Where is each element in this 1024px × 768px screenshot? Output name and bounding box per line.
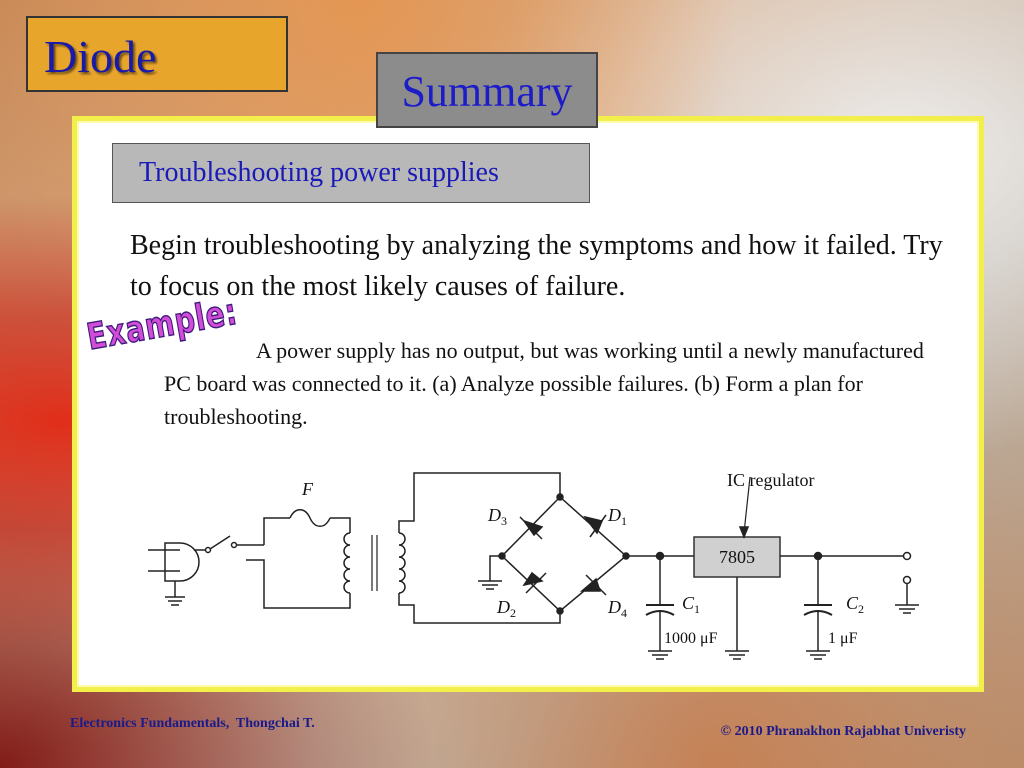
diode-d3-label: D3 <box>487 505 507 528</box>
diode-d2-symbol <box>522 571 547 594</box>
diode-d4-symbol <box>579 574 607 596</box>
summary-box: Summary <box>376 52 598 128</box>
diode-d3-symbol <box>519 516 544 540</box>
transformer <box>246 472 561 624</box>
summary-title: Summary <box>401 67 573 116</box>
power-switch <box>194 535 264 554</box>
fuse-label: F <box>301 479 314 499</box>
regulator-part: 7805 <box>719 547 755 567</box>
fuse <box>263 509 351 545</box>
diode-d1-symbol <box>583 514 607 538</box>
regulator-caption: IC regulator <box>727 470 814 490</box>
subtitle: Troubleshooting power supplies <box>139 157 499 188</box>
capacitor-c1-label: C1 <box>682 593 700 616</box>
slide-title: Diode <box>44 31 157 82</box>
content-panel <box>72 116 984 692</box>
power-supply-circuit: F IC regulator 7805 D3 D1 D2 D4 C1 1000 … <box>148 470 919 660</box>
regulator-stage <box>626 476 919 660</box>
example-text: A power supply has no output, but was wo… <box>164 338 924 429</box>
footer-copyright: © 2010 Phranakhon Rajabhat Univeristy <box>720 724 966 739</box>
subtitle-box: Troubleshooting power supplies <box>112 143 590 203</box>
capacitor-c2-value: 1 μF <box>828 630 858 647</box>
title-box: Diode <box>26 16 288 92</box>
footer-author: Electronics Fundamentals, Thongchai T. <box>70 716 315 731</box>
intro-text: Begin troubleshooting by analyzing the s… <box>130 230 943 302</box>
diode-d1-label: D1 <box>607 505 627 528</box>
diode-d4-label: D4 <box>607 597 627 620</box>
capacitor-c2-label: C2 <box>846 593 864 616</box>
power-plug <box>148 542 200 606</box>
capacitor-c1-value: 1000 μF <box>664 630 718 647</box>
diode-d2-label: D2 <box>496 597 516 620</box>
